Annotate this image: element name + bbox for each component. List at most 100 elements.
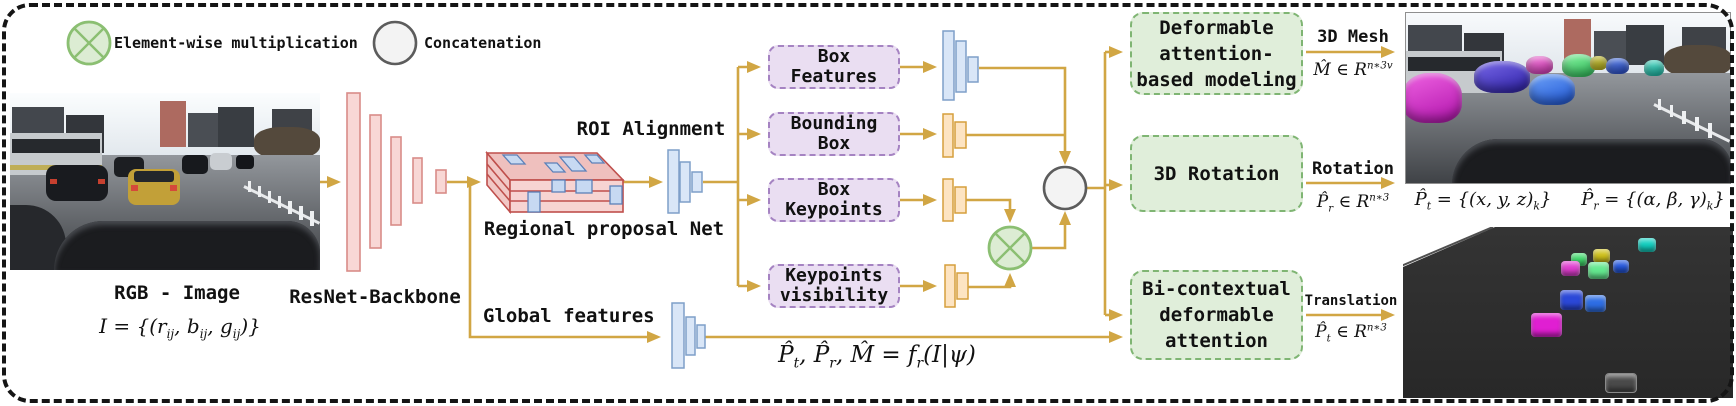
rpn-label: Regional proposal Net bbox=[483, 218, 725, 240]
mesh-car-pink bbox=[1526, 56, 1553, 74]
input-rgb-photo bbox=[10, 93, 320, 270]
branch-line: Features bbox=[790, 66, 878, 87]
branch-keypoints-visibility: Keypoints visibility bbox=[768, 264, 900, 308]
branch-bounding-box: Bounding Box bbox=[768, 112, 900, 156]
head-3d-rotation: 3D Rotation bbox=[1130, 135, 1303, 212]
car-yellow bbox=[1593, 249, 1610, 263]
mesh-car-indigo bbox=[1474, 61, 1530, 93]
concat-node bbox=[1042, 165, 1088, 211]
building bbox=[218, 107, 254, 147]
car bbox=[182, 155, 208, 174]
fence-post bbox=[1682, 111, 1686, 124]
rgb-image-label: RGB - Image bbox=[114, 282, 240, 304]
fence-post bbox=[278, 196, 281, 208]
mesh-output-label: 3D Mesh bbox=[1317, 27, 1389, 47]
mesh-result-photo bbox=[1405, 12, 1731, 184]
rpn-anchor-patches bbox=[501, 154, 623, 213]
fence-post bbox=[1695, 117, 1699, 131]
car-magenta bbox=[1561, 261, 1580, 276]
head-deformable-attention: Deformable attention- based modeling bbox=[1130, 12, 1303, 95]
head-line: Deformable bbox=[1159, 16, 1274, 39]
branch-box-keypoints: Box Keypoints bbox=[768, 178, 900, 222]
roi-alignment-label: ROI Alignment bbox=[576, 118, 726, 140]
legend-concat-icon bbox=[372, 20, 418, 66]
rpn-block bbox=[485, 150, 625, 215]
taillight bbox=[131, 185, 138, 191]
mesh-car-magenta bbox=[1406, 73, 1462, 123]
mesh-car-yellow bbox=[1590, 56, 1607, 70]
rotation-formula: P̂r ∈ Rn∗3 bbox=[1316, 192, 1390, 215]
car bbox=[210, 153, 232, 170]
car-green-2 bbox=[1588, 262, 1609, 279]
roi-feature-pyramid bbox=[667, 149, 703, 214]
fence-post bbox=[299, 206, 303, 220]
translation-output-label: Translation bbox=[1304, 293, 1398, 309]
head-line: 3D Rotation bbox=[1153, 162, 1280, 185]
box-features-bars bbox=[942, 30, 979, 101]
trees bbox=[1664, 45, 1730, 77]
trees bbox=[254, 127, 320, 159]
bounding-box-bars bbox=[942, 113, 967, 158]
rotation-output-label: Rotation bbox=[1312, 159, 1394, 179]
car bbox=[236, 155, 254, 169]
mesh-formula: M̂ ∈ Rn∗3v bbox=[1313, 60, 1393, 80]
branch-line: Box bbox=[817, 179, 851, 200]
head-line: attention bbox=[1165, 330, 1268, 352]
ego-hood bbox=[1452, 139, 1730, 183]
fence-post bbox=[258, 186, 261, 197]
head-bicontextual: Bi-contextual deformable attention bbox=[1130, 270, 1303, 360]
legend-concat-label: Concatenation bbox=[424, 34, 542, 52]
gold-wires bbox=[320, 46, 1395, 343]
taillight bbox=[50, 179, 57, 184]
branch-line: Bounding bbox=[790, 113, 878, 134]
fence-post bbox=[268, 191, 271, 203]
fence-post bbox=[1708, 123, 1712, 138]
mesh-car-cyan bbox=[1644, 60, 1664, 76]
car-blue-2 bbox=[1560, 290, 1583, 310]
car-blue-3 bbox=[1585, 295, 1606, 312]
branch-line: Box bbox=[817, 133, 851, 154]
resnet-label: ResNet-Backbone bbox=[289, 286, 461, 308]
mesh-car-blue-small bbox=[1606, 58, 1629, 74]
fence-post bbox=[1658, 99, 1661, 110]
head-line: based modeling bbox=[1136, 68, 1297, 91]
bus-windows bbox=[12, 139, 100, 153]
fence-post bbox=[248, 181, 251, 192]
branch-line: Box bbox=[817, 46, 851, 67]
branch-line: visibility bbox=[779, 285, 889, 306]
branch-line: Keypoints bbox=[785, 199, 883, 220]
keypoints-visibility-bars bbox=[944, 264, 969, 308]
translation-formula: P̂t ∈ Rn∗3 bbox=[1315, 322, 1387, 345]
ground-plane bbox=[1403, 227, 1733, 398]
branch-box-features: Box Features bbox=[768, 45, 900, 89]
ego-car bbox=[1605, 373, 1637, 393]
taxi-windows bbox=[134, 171, 174, 182]
head-line: attention- bbox=[1159, 42, 1274, 65]
car-magenta-2 bbox=[1531, 313, 1562, 337]
fence-post bbox=[1670, 105, 1673, 117]
box-keypoints-bars bbox=[942, 178, 967, 222]
translation-result-render bbox=[1403, 227, 1733, 398]
branch-line: Keypoints bbox=[785, 265, 883, 286]
mesh-car-green bbox=[1562, 54, 1595, 77]
legend-multiply-icon bbox=[66, 20, 112, 66]
building bbox=[160, 101, 186, 147]
car-cyan bbox=[1638, 238, 1656, 252]
mesh-car-blue bbox=[1529, 74, 1575, 105]
pt-set-formula: P̂t = {(x, y, z)k} bbox=[1414, 189, 1552, 213]
main-formula: P̂t, P̂r, M̂ = fr(I|ψ) bbox=[778, 342, 976, 372]
multiply-node bbox=[987, 225, 1033, 271]
input-formula: I = {(rij, bij, gij)} bbox=[99, 314, 261, 341]
building bbox=[188, 113, 218, 147]
legend-multiply-label: Element-wise multiplication bbox=[114, 34, 358, 52]
global-feature-pyramid bbox=[671, 302, 706, 369]
resnet-backbone-bars bbox=[346, 92, 447, 272]
fence-post bbox=[310, 211, 314, 226]
pr-set-formula: P̂r = {(α, β, γ)k} bbox=[1581, 189, 1725, 213]
fence-post bbox=[288, 201, 292, 214]
taillight bbox=[98, 179, 105, 184]
head-line: deformable bbox=[1159, 304, 1274, 326]
taillight bbox=[170, 185, 177, 191]
